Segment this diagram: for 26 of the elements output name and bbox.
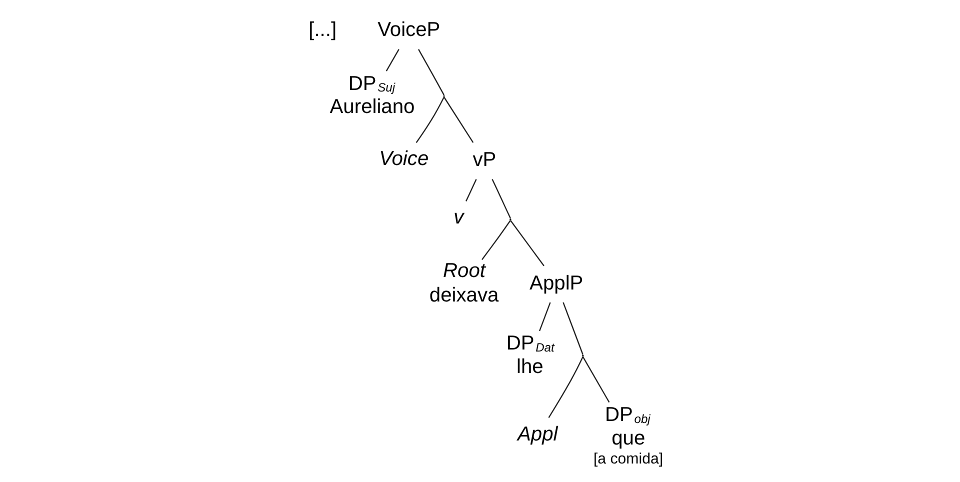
node-point	[582, 354, 584, 356]
connector	[509, 220, 544, 266]
label: [...]	[308, 18, 336, 41]
node-text: v	[453, 206, 464, 228]
connector	[548, 356, 583, 418]
node-point	[442, 94, 444, 96]
node-text: ApplP	[529, 272, 583, 294]
node-text: vP	[472, 148, 496, 171]
connector	[562, 302, 583, 354]
connector	[582, 356, 610, 402]
node-text: VoiceP	[377, 18, 440, 41]
connector	[418, 48, 444, 95]
connector	[443, 96, 474, 142]
connector	[415, 96, 444, 142]
node-text: Root deixava	[428, 260, 498, 306]
connector	[465, 178, 476, 201]
connector	[385, 48, 399, 71]
connector	[481, 220, 510, 260]
connector	[491, 178, 510, 218]
connector	[538, 302, 550, 331]
node-text: DP obj que [a comida]	[592, 404, 663, 467]
node-text: DP Suj Aureliano	[329, 72, 414, 118]
node-text: Appl	[516, 422, 558, 445]
node-point	[509, 218, 511, 220]
node-text: Voice	[378, 148, 428, 170]
node-text: DP Dat lhe	[506, 332, 554, 378]
